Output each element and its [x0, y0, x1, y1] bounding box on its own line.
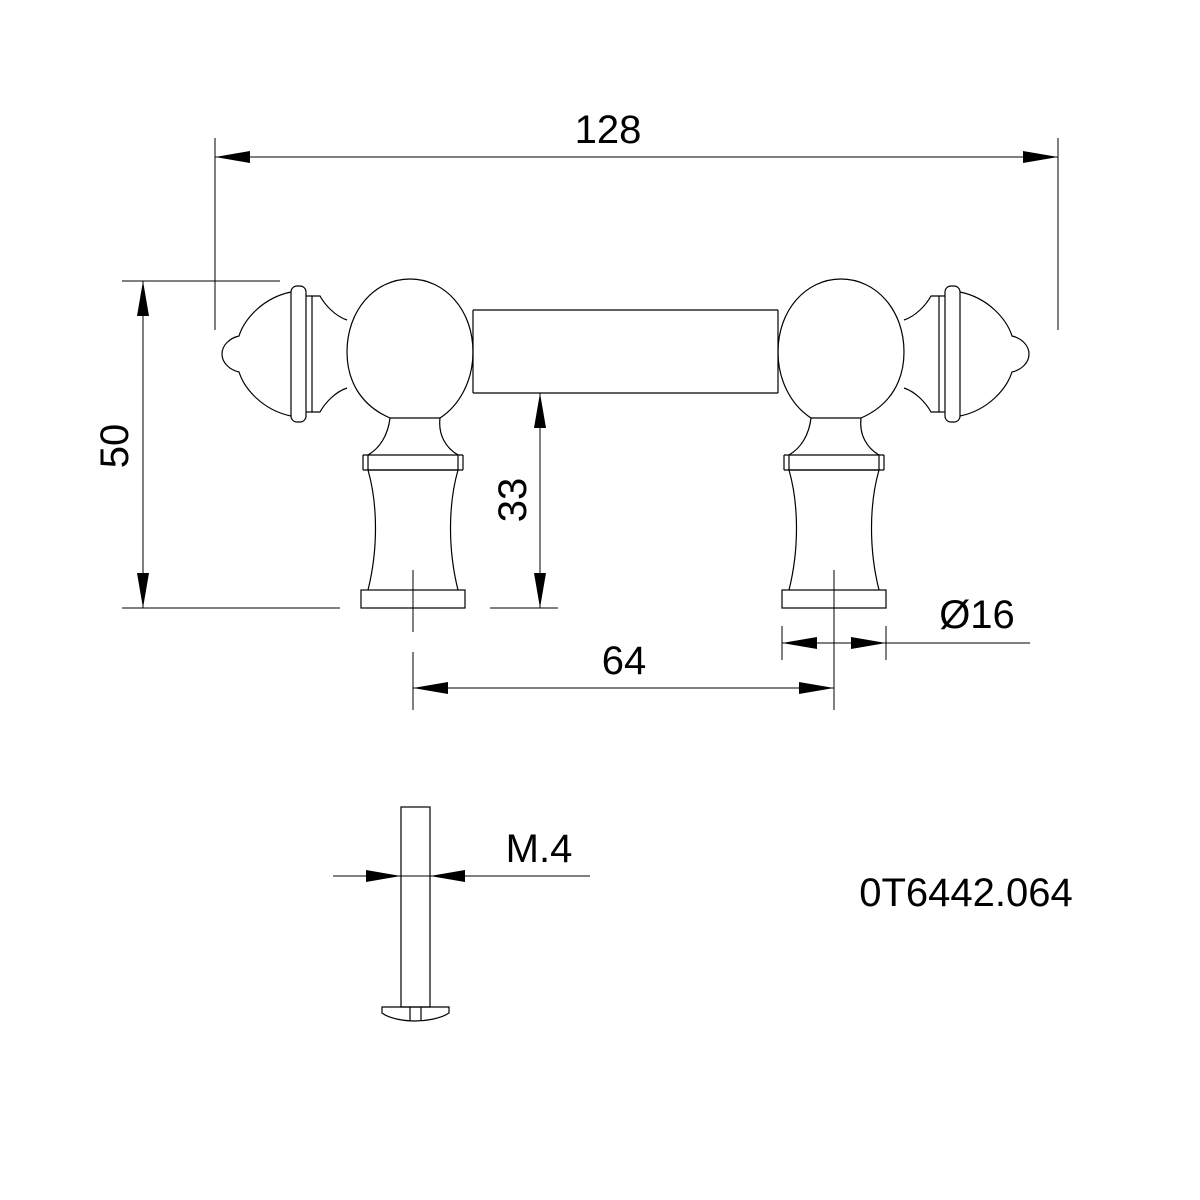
dimension-post-diameter: Ø16 — [781, 593, 1030, 660]
dimension-clearance: 33 — [490, 393, 558, 609]
post-diameter-label: Ø16 — [939, 593, 1015, 637]
dimension-overall-length: 128 — [214, 108, 1059, 330]
dimension-hole-spacing: 64 — [412, 639, 834, 710]
mounting-screw — [381, 806, 450, 1022]
right-finial — [903, 285, 1030, 423]
hole-spacing-label: 64 — [602, 639, 647, 683]
height-label: 50 — [93, 424, 137, 469]
right-ball-joint — [777, 278, 905, 419]
right-post — [781, 417, 887, 710]
part-number: 0T6442.064 — [859, 871, 1073, 915]
cabinet-handle — [221, 278, 1030, 710]
dimension-height: 50 — [93, 280, 340, 609]
left-finial — [221, 285, 348, 423]
dimension-screw-thread: M.4 — [333, 827, 590, 882]
left-post — [360, 417, 466, 632]
overall-length-label: 128 — [575, 108, 642, 152]
clearance-label: 33 — [491, 478, 535, 523]
screw-thread-label: M.4 — [506, 827, 573, 871]
handle-bar — [472, 309, 779, 394]
left-ball-joint — [346, 278, 474, 419]
